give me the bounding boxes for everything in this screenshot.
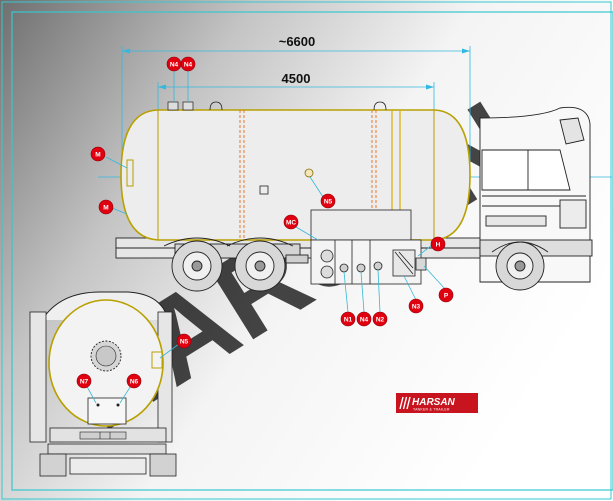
nozzle-label-n5-rear: N5 <box>176 333 192 349</box>
rear-view <box>29 291 177 477</box>
svg-text:N3: N3 <box>412 303 421 310</box>
nozzle-label-mc: MC <box>283 214 299 230</box>
nozzle-label-n2: N2 <box>372 311 388 327</box>
svg-text:M: M <box>103 204 108 211</box>
logo-stripes-icon <box>399 396 411 410</box>
nozzle-label-n4-bottom: N4 <box>356 311 372 327</box>
nozzle-label-n5-side: N5 <box>320 193 336 209</box>
svg-text:MC: MC <box>286 219 296 226</box>
nozzle-label-n4-top-b: N4 <box>180 56 196 72</box>
dimension-arrows <box>122 48 470 90</box>
valve-cabinet <box>310 209 427 285</box>
nozzle-label-p: P <box>438 287 454 303</box>
nozzle-label-m-lower: M <box>98 199 114 215</box>
nozzle-label-n1: N1 <box>340 311 356 327</box>
harsan-logo: HARSAN TANKER & TRAILER <box>396 393 478 413</box>
logo-tagline: TANKER & TRAILER <box>413 408 450 412</box>
svg-text:N7: N7 <box>80 378 89 385</box>
overall-length-dimension: ~6600 <box>279 34 316 49</box>
svg-text:N2: N2 <box>376 316 385 323</box>
nozzle-label-n4-top-a: N4 <box>166 56 182 72</box>
svg-text:N1: N1 <box>344 316 353 323</box>
svg-text:N4: N4 <box>360 316 369 323</box>
nozzle-label-n6: N6 <box>126 373 142 389</box>
svg-text:P: P <box>444 292 449 299</box>
nozzle-label-n3: N3 <box>408 298 424 314</box>
logo-name: HARSAN <box>412 397 456 408</box>
tank-length-dimension: 4500 <box>282 71 311 86</box>
inner-frame <box>11 11 613 491</box>
truck-cab <box>479 106 593 291</box>
trailer-wheels <box>163 237 294 292</box>
nozzle-label-m-shell: M <box>90 146 106 162</box>
svg-text:N4: N4 <box>184 61 193 68</box>
nozzle-label-n7: N7 <box>76 373 92 389</box>
svg-text:N5: N5 <box>180 338 189 345</box>
svg-text:N5: N5 <box>324 198 333 205</box>
svg-text:N6: N6 <box>130 378 139 385</box>
svg-text:M: M <box>95 151 100 158</box>
svg-text:N4: N4 <box>170 61 179 68</box>
svg-text:H: H <box>436 241 441 248</box>
nozzle-label-h: H <box>430 236 446 252</box>
